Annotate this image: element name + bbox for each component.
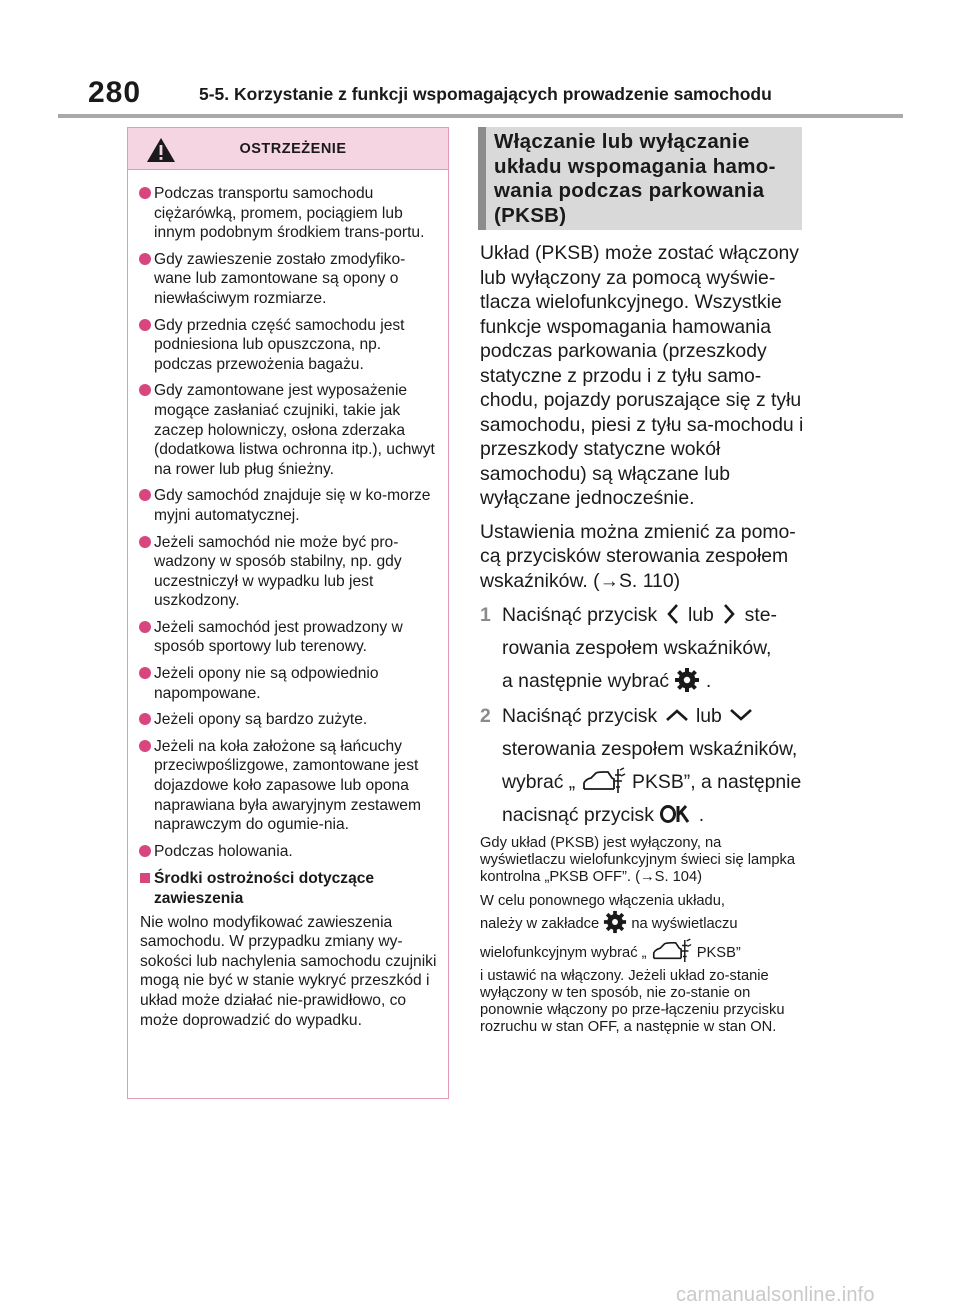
page-number: 280 [88, 76, 142, 109]
warning-item: Jeżeli samochód jest prowadzony w sposób… [139, 618, 442, 657]
steps: 1 Naciśnąć przycisk lub ste- rowania zes… [480, 599, 810, 832]
chevron-right-icon [724, 604, 735, 624]
warning-body: Podczas transportu samochodu ciężarówką,… [128, 170, 448, 1030]
bullet-icon [139, 535, 151, 548]
gear-icon [604, 911, 627, 934]
square-bullet-icon [140, 873, 150, 884]
chevron-left-icon [666, 604, 678, 624]
warning-header: OSTRZEŻENIE [128, 128, 448, 170]
header-rule [58, 114, 903, 118]
note-1: Gdy układ (PKSB) jest wyłączony, na wyśw… [480, 835, 796, 885]
warning-subheading: Środki ostrożności dotyczące zawieszenia [140, 869, 442, 908]
pksb-car-icon [652, 938, 692, 963]
warning-item: Podczas transportu samochodu ciężarówką,… [139, 184, 442, 243]
section-title: 5-5. Korzystanie z funkcji wspomagającyc… [199, 84, 772, 104]
bullet-icon [139, 187, 151, 199]
bullet-icon [139, 318, 151, 331]
ok-icon [660, 804, 690, 823]
chevron-down-icon [730, 708, 753, 721]
bullet-icon [139, 667, 151, 680]
pksb-car-icon [582, 767, 625, 793]
right-heading: Włączanie lub wyłączanie układu wspomaga… [478, 127, 802, 230]
step-number: 1 [480, 604, 491, 626]
step-1: 1 Naciśnąć przycisk lub ste- rowania zes… [480, 599, 810, 698]
bullet-icon [139, 620, 151, 633]
gear-icon [675, 667, 700, 692]
bullet-icon [139, 252, 151, 265]
warning-item: Gdy zamontowane jest wyposażenie mogące … [139, 381, 442, 479]
warning-item: Gdy przednia część samochodu jest podnie… [139, 316, 442, 375]
heading-text: Włączanie lub wyłączanie układu wspomaga… [494, 130, 776, 227]
warning-box: OSTRZEŻENIE Podczas transportu samochodu… [127, 127, 449, 1099]
warning-item: Jeżeli opony nie są odpowiednio napompow… [139, 664, 442, 703]
warning-item: Jeżeli na koła założone są łańcuchy prze… [139, 737, 442, 835]
warning-item: Podczas holowania. [139, 842, 442, 862]
intro-paragraph-2: Ustawienia można zmienić za pomo-cą przy… [480, 520, 796, 592]
warning-item: Gdy samochód znajduje się w ko-morze myj… [139, 486, 442, 525]
warning-triangle-icon [147, 138, 175, 162]
bullet-icon [139, 713, 151, 726]
step-number: 2 [480, 705, 491, 727]
warning-item: Jeżeli samochód nie może być pro-wadzony… [139, 533, 442, 611]
intro-text: Układ (PKSB) może zostać włączony lub wy… [480, 241, 810, 593]
chevron-up-icon [665, 709, 688, 721]
warning-paragraph: Nie wolno modyfikować zawieszenia samoch… [140, 913, 437, 1029]
bullet-icon [139, 384, 151, 397]
right-column: Układ (PKSB) może zostać włączony lub wy… [480, 241, 810, 1036]
warning-item: Jeżeli opony są bardzo zużyte. [139, 710, 442, 730]
warning-title: OSTRZEŻENIE [239, 140, 347, 157]
bullet-icon [139, 739, 151, 752]
watermark: carmanualsonline.info [676, 1284, 875, 1306]
notes: Gdy układ (PKSB) jest wyłączony, na wyśw… [480, 835, 810, 1036]
note-2: W celu ponownego włączenia układu, należ… [480, 893, 785, 1035]
step-2: 2 Naciśnąć przycisk lub sterowania zespo… [480, 700, 810, 832]
bullet-icon [139, 844, 151, 857]
intro-paragraph-1: Układ (PKSB) może zostać włączony lub wy… [480, 242, 804, 509]
heading-bar [478, 127, 486, 230]
bullet-icon [139, 489, 151, 502]
warning-item: Gdy zawieszenie zostało zmodyfiko-wane l… [139, 250, 442, 309]
